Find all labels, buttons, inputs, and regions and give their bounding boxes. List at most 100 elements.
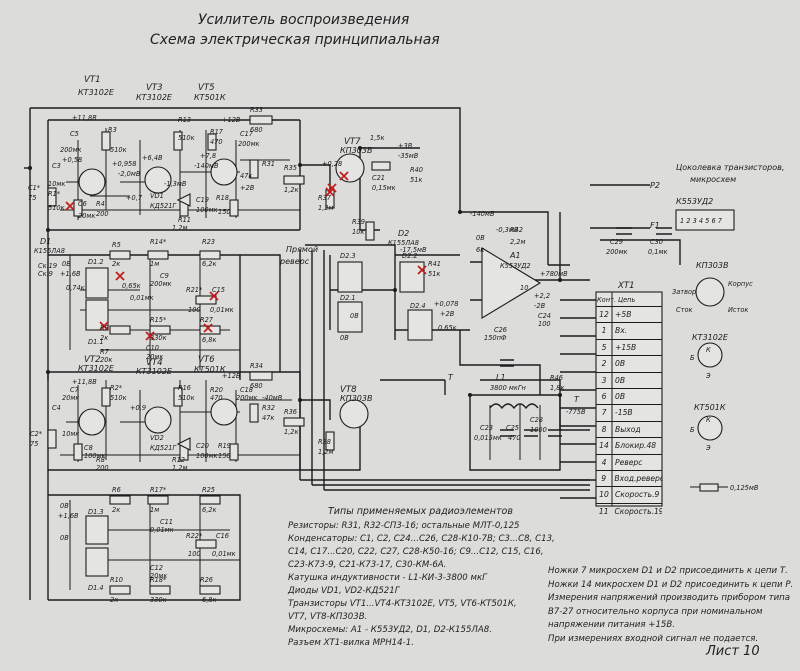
resistor-r13 <box>173 131 183 151</box>
svg-text:реверс: реверс <box>279 257 310 266</box>
svg-text:20мк: 20мк <box>150 572 167 580</box>
svg-text:100мк: 100мк <box>196 206 218 214</box>
svg-text:КП303В: КП303В <box>340 146 372 155</box>
resistor-r36 <box>283 417 305 427</box>
svg-text:VT8: VT8 <box>340 385 357 395</box>
svg-text:D2.4: D2.4 <box>410 302 426 310</box>
resistor-r3 <box>101 131 111 151</box>
note-line: VT7, VT8-КП303В. <box>288 612 368 622</box>
svg-text:VT6: VT6 <box>198 355 215 365</box>
svg-text:R5: R5 <box>112 241 121 249</box>
resistor-r19 <box>229 443 239 461</box>
svg-text:VD1: VD1 <box>150 192 164 200</box>
svg-text:R36: R36 <box>284 408 297 416</box>
svg-text:330к: 330к <box>150 334 167 342</box>
svg-text:R1*: R1* <box>48 190 61 198</box>
connector-pin: 14 <box>599 441 609 451</box>
svg-text:C26: C26 <box>494 326 507 334</box>
svg-text:R37: R37 <box>318 194 332 202</box>
svg-text:C23: C23 <box>480 424 493 432</box>
svg-text:0,125мВ: 0,125мВ <box>730 484 759 492</box>
svg-text:R8: R8 <box>96 456 105 464</box>
resistor-r26 <box>199 585 221 595</box>
connector-row: 3 0В <box>596 371 662 388</box>
junction-dots <box>28 146 562 402</box>
connector-signal: Выход <box>615 424 641 434</box>
svg-text:1,2к: 1,2к <box>284 186 298 194</box>
connector-pin: 3 <box>601 375 607 385</box>
svg-text:510к: 510к <box>178 394 195 402</box>
svg-text:+2В: +2В <box>240 184 255 192</box>
svg-text:200мк: 200мк <box>60 146 82 154</box>
fet-kp303v-pinout <box>695 277 725 307</box>
svg-text:0,65к: 0,65к <box>438 324 457 332</box>
svg-text:C30: C30 <box>650 238 663 246</box>
svg-text:C10: C10 <box>146 344 159 352</box>
svg-text:-35мВ: -35мВ <box>398 152 419 160</box>
cap-c23 <box>500 429 514 437</box>
transistor-vt7 <box>335 153 365 183</box>
svg-text:R25: R25 <box>202 486 215 494</box>
svg-text:0,65к: 0,65к <box>122 282 141 290</box>
svg-text:+12В: +12В <box>222 372 241 380</box>
svg-text:100мк: 100мк <box>196 452 218 460</box>
cap-c26 <box>500 359 514 367</box>
connector-signal: 0В <box>615 375 626 385</box>
svg-text:+0,7: +0,7 <box>126 194 143 202</box>
svg-text:150пФ: 150пФ <box>484 334 507 342</box>
resistor-r4 <box>73 199 83 217</box>
svg-text:R12: R12 <box>172 456 185 464</box>
red-correction-marks <box>65 171 427 341</box>
svg-text:+0,958: +0,958 <box>112 160 136 168</box>
svg-text:+2,2: +2,2 <box>534 292 550 300</box>
diode-vd1 <box>176 193 191 207</box>
svg-text:R40: R40 <box>410 166 423 174</box>
drawing-title: Усилитель воспроизведения Схема электрич… <box>150 10 490 50</box>
diode-vd2 <box>176 437 191 451</box>
resistor-r18 <box>229 199 239 217</box>
connector-signal: Реверс <box>615 457 643 467</box>
connector-pin: 10 <box>599 490 609 500</box>
svg-text:R17*: R17* <box>150 486 167 494</box>
svg-text:К553УД2: К553УД2 <box>676 197 713 206</box>
svg-text:-140мВ: -140мВ <box>470 210 495 218</box>
svg-text:2к: 2к <box>112 260 120 268</box>
pinout-symbols <box>675 209 735 492</box>
svg-text:1 2 3 4 5 6 7: 1 2 3 4 5 6 7 <box>680 217 723 225</box>
connector-pin: 4 <box>601 457 607 467</box>
svg-text:1,8к: 1,8к <box>550 384 564 392</box>
svg-text:R35: R35 <box>284 164 297 172</box>
transistor-vt8 <box>339 399 369 429</box>
note-line: Катушка индуктивности - L1-КИ-3-3800 мкГ <box>288 573 487 583</box>
svg-text:VT7: VT7 <box>344 137 361 147</box>
svg-text:680: 680 <box>250 382 263 390</box>
svg-text:20мк: 20мк <box>146 353 163 361</box>
svg-text:Затвор: Затвор <box>672 288 696 296</box>
svg-text:+6,4В: +6,4В <box>142 154 163 162</box>
resistor-r17b <box>147 495 169 505</box>
connector-row: 12+5В <box>596 306 662 322</box>
labels: VT1 КТ3102Е VT3 КТ3102Е VT5 КТ501К R33 6… <box>28 75 784 604</box>
connector-signal: Скорость.19 <box>614 506 662 516</box>
svg-text:R14*: R14* <box>150 238 167 246</box>
svg-text:R21*: R21* <box>186 286 203 294</box>
svg-text:VT2: VT2 <box>84 355 101 365</box>
resistor-r15 <box>149 325 171 335</box>
note-line: Транзисторы VT1...VT4-КТ3102Е, VT5, VT6-… <box>288 599 517 609</box>
svg-text:+7,8: +7,8 <box>200 152 216 160</box>
transistor-vt2 <box>78 408 106 436</box>
svg-text:КД521Г: КД521Г <box>150 444 177 452</box>
label-vt5: VT5 <box>198 83 215 93</box>
svg-text:C18: C18 <box>240 386 253 394</box>
resistor-r14 <box>147 250 169 260</box>
svg-text:0,74к: 0,74к <box>66 284 85 292</box>
component-types-notes: Типы применяемых радиоэлементов Резистор… <box>288 505 555 650</box>
svg-text:510к: 510к <box>110 394 127 402</box>
svg-text:-2,0мВ: -2,0мВ <box>118 170 141 178</box>
svg-text:R32: R32 <box>262 404 275 412</box>
svg-text:КТ3102Е: КТ3102Е <box>136 367 173 376</box>
connector-signal: 0В <box>615 359 626 369</box>
svg-text:470: 470 <box>210 138 223 146</box>
svg-text:Э: Э <box>705 372 711 380</box>
